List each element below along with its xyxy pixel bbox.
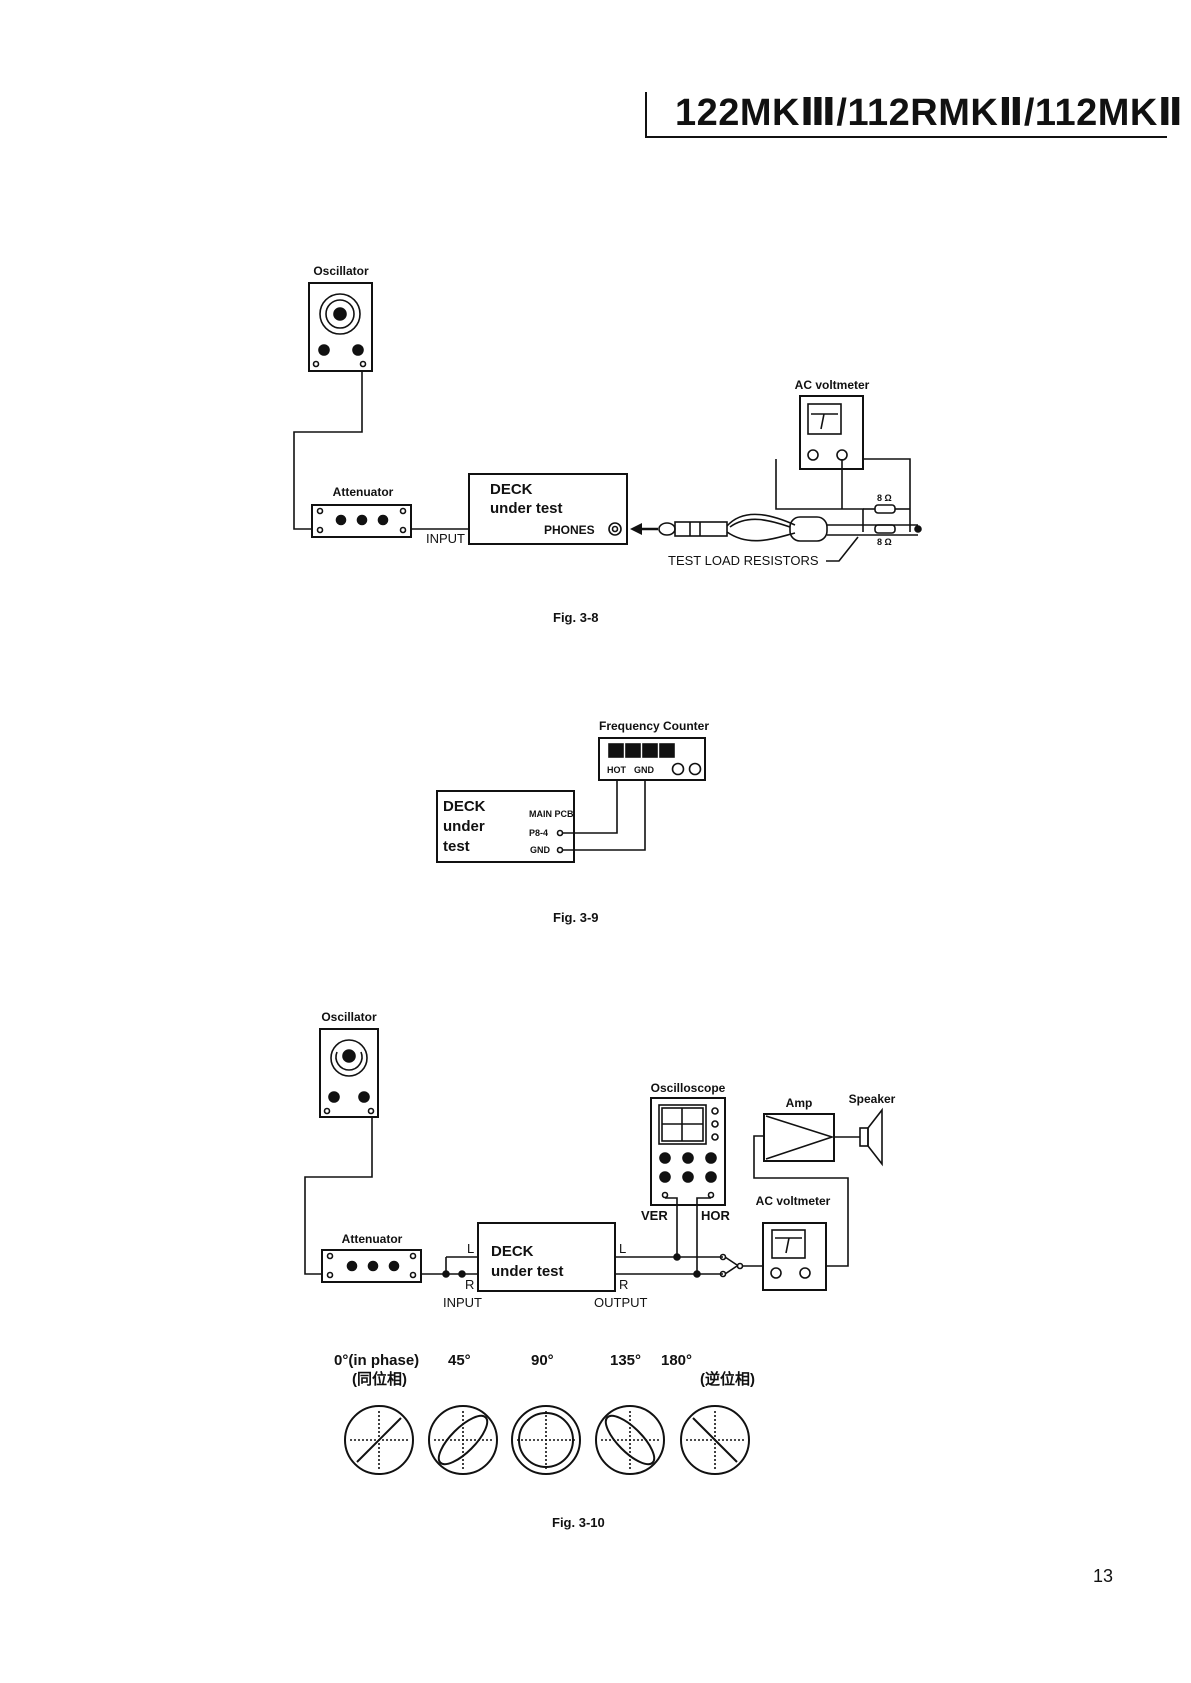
- fig39-deck-box: [436, 790, 575, 863]
- fig310-speaker: [859, 1107, 883, 1167]
- fig39-wires: [563, 780, 646, 851]
- fig310-out-l-label: L: [619, 1241, 626, 1256]
- fig38-test-load-label: TEST LOAD RESISTORS: [668, 553, 819, 568]
- fig38-deck-box: [468, 473, 628, 545]
- fig39-gnd-label: GND: [634, 765, 655, 775]
- fig310-input-label: INPUT: [443, 1295, 482, 1310]
- fig38-attenuator: [311, 504, 412, 538]
- fig39-hot-label: HOT: [607, 765, 627, 775]
- fig38-ac-voltmeter: [799, 395, 864, 470]
- fig310-attenuator-label: Attenuator: [342, 1232, 403, 1246]
- fig310-ac-voltmeter: [762, 1222, 827, 1291]
- fig310-output-label: OUTPUT: [594, 1295, 648, 1310]
- fig38-attenuator-label: Attenuator: [333, 485, 394, 499]
- model-title: 122MKⅢ/112RMKⅡ/112MKⅡ: [675, 92, 1184, 134]
- fig39-deck-line2: under: [443, 818, 485, 835]
- fig39-main-pcb-label: MAIN PCB: [529, 809, 574, 819]
- fig38-phones-label: PHONES: [544, 523, 595, 537]
- fig310-deck-line2: under test: [491, 1263, 564, 1280]
- fig310-in-l-label: L: [467, 1241, 474, 1256]
- fig38-deck-line1: DECK: [490, 481, 533, 498]
- phase-135-diagram: [595, 1405, 665, 1475]
- fig310-wires: [304, 1117, 860, 1278]
- fig39-deck-line3: test: [443, 838, 470, 855]
- fig38-resistor1-label: 8 Ω: [877, 493, 892, 503]
- phase-0-diagram: [344, 1405, 414, 1475]
- fig38-wires: [293, 371, 922, 562]
- phase-45-diagram: [428, 1405, 498, 1475]
- phase-90-diagram: [511, 1405, 581, 1475]
- phase-180-sub-label: (逆位相): [700, 1370, 755, 1388]
- fig310-out-r-label: R: [619, 1277, 628, 1292]
- fig39-p8-label: P8-4: [529, 828, 548, 838]
- page-header: 122MKⅢ/112RMKⅡ/112MKⅡ: [645, 92, 1183, 138]
- fig38-input-label: INPUT: [426, 531, 465, 546]
- fig38-oscillator: [308, 282, 373, 372]
- fig39-frequency-counter: [598, 737, 706, 781]
- fig310-oscilloscope: [650, 1097, 726, 1206]
- page-number: 13: [1093, 1566, 1114, 1586]
- fig310-ver-label: VER: [641, 1208, 668, 1223]
- fig310-in-r-label: R: [465, 1277, 474, 1292]
- fig310-ac-voltmeter-label: AC voltmeter: [756, 1194, 831, 1208]
- phase-135-label: 135°: [610, 1352, 641, 1369]
- fig310-amp-label: Amp: [786, 1096, 813, 1110]
- fig39-deck-line1: DECK: [443, 798, 486, 815]
- fig38-phones-plug: [630, 513, 828, 542]
- fig38-resistors: [863, 504, 910, 534]
- fig310-caption: Fig. 3-10: [552, 1515, 605, 1530]
- phase-0-sub-label: (同位相): [352, 1370, 407, 1388]
- fig39-counter-label: Frequency Counter: [599, 719, 709, 733]
- fig39-caption: Fig. 3-9: [553, 910, 599, 925]
- phase-0-label: 0°(in phase): [334, 1352, 419, 1369]
- fig310-oscilloscope-label: Oscilloscope: [651, 1081, 726, 1095]
- fig310-deck-line1: DECK: [491, 1243, 534, 1260]
- phase-90-label: 90°: [531, 1352, 554, 1369]
- fig310-oscillator: [319, 1028, 379, 1118]
- fig39-gnd-pin-label: GND: [530, 845, 551, 855]
- fig310-hor-label: HOR: [701, 1208, 731, 1223]
- fig38-deck-line2: under test: [490, 500, 563, 517]
- fig38-caption: Fig. 3-8: [553, 610, 599, 625]
- phase-180-diagram: [680, 1405, 750, 1475]
- fig310-speaker-label: Speaker: [849, 1092, 896, 1106]
- phase-45-label: 45°: [448, 1352, 471, 1369]
- phase-180-label: 180°: [661, 1352, 692, 1369]
- fig310-amp: [763, 1113, 835, 1162]
- fig38-oscillator-label: Oscillator: [313, 264, 369, 278]
- fig310-attenuator: [321, 1249, 422, 1283]
- fig310-oscillator-label: Oscillator: [321, 1010, 377, 1024]
- fig38-ac-voltmeter-label: AC voltmeter: [795, 378, 870, 392]
- fig38-resistor2-label: 8 Ω: [877, 537, 892, 547]
